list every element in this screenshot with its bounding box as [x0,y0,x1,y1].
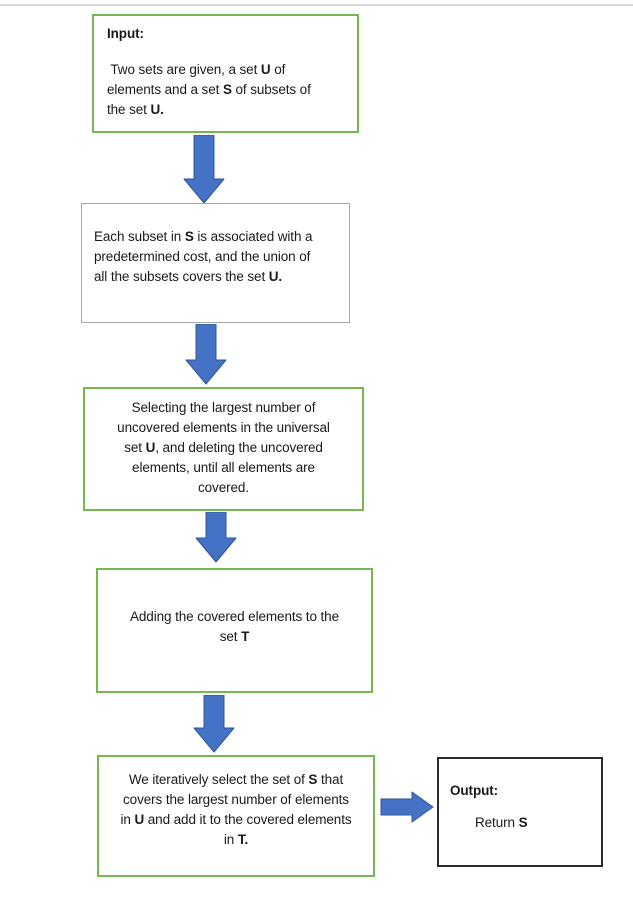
down-arrow-1 [183,135,225,204]
down-arrow-2 [185,324,227,385]
down-arrow-4 [193,695,235,753]
right-arrow [380,791,434,823]
page-top-border [0,4,633,6]
flow-step-output: Output: Return S [437,757,603,867]
output-body: Return S [475,815,528,830]
output-title: Output: [450,783,499,798]
down-arrow-3 [195,512,237,563]
